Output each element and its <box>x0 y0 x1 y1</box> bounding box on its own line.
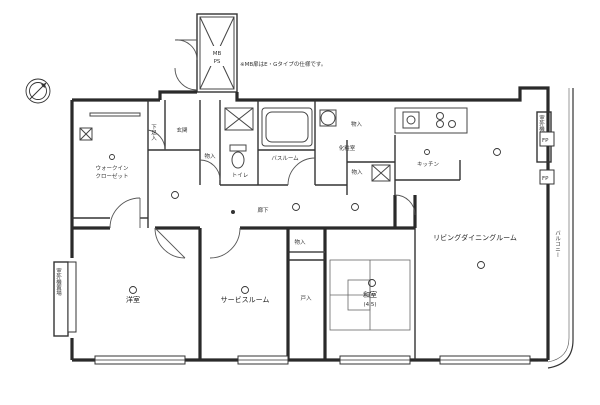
interior-walls <box>72 100 468 360</box>
japanese-room-size: (4.5) <box>363 302 376 308</box>
ps-label: PS <box>214 59 221 65</box>
toilet-label: トイレ <box>232 173 249 179</box>
mbps-note: ※MB扉はE・Gタイプの仕様です。 <box>240 60 326 68</box>
compass-icon <box>25 78 51 104</box>
corridor-label: 廊下 <box>257 206 269 214</box>
fp-label-2: FP <box>542 176 549 182</box>
bathroom-label: バスルーム <box>271 155 299 162</box>
wic-label-line1: ウォークイン <box>95 164 129 172</box>
tatami-mats <box>329 259 411 331</box>
closet-c-label: 物入 <box>351 168 363 176</box>
service-room-label: サービスルーム <box>221 295 270 304</box>
fp-label-1: FP <box>542 138 549 144</box>
japanese-room-label: 和室 <box>363 290 377 299</box>
mb-label: MB <box>213 51 222 57</box>
light-markers <box>109 148 501 294</box>
closet-a-label: 物入 <box>204 152 216 160</box>
washroom-label: 化粧室 <box>339 144 356 152</box>
western-room-label: 洋室 <box>126 295 140 304</box>
balcony: バルコニー <box>547 88 574 369</box>
outer-walls <box>70 86 550 362</box>
entrance-label: 玄関 <box>176 126 188 134</box>
wic-label-line2: クローゼット <box>95 172 128 180</box>
closet-d-label: 物入 <box>351 120 363 128</box>
kitchen-label: キッチン <box>417 161 440 168</box>
door-swings <box>109 129 416 259</box>
closet-b-label: 物入 <box>294 238 306 246</box>
outdoor-unit-right-label: 室外機置場 <box>538 114 545 144</box>
living-dining-label: リビングダイニングルーム <box>433 233 517 242</box>
bath-fixtures <box>79 107 456 182</box>
shoe-box-label: 下足入 <box>150 124 157 141</box>
cupboard-label: 戸入 <box>300 295 312 302</box>
balcony-label: バルコニー <box>554 230 561 258</box>
mb-ps-shaft: MB PS <box>174 13 238 93</box>
outdoor-unit-left-label: 室外機置場 <box>55 267 62 297</box>
bottom-windows <box>94 355 531 365</box>
